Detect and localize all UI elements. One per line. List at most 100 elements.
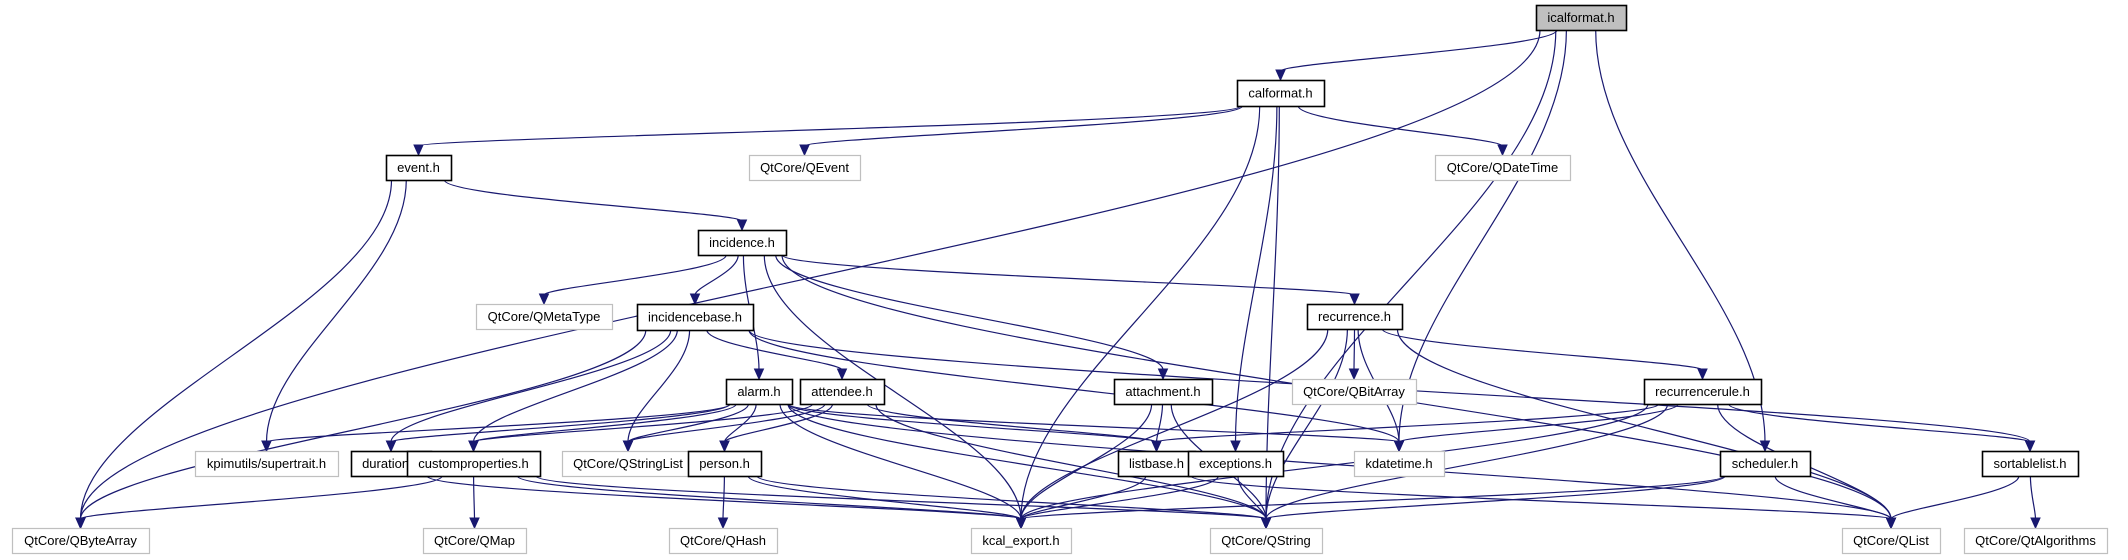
edge-incidence-to-incidencebase [694,254,739,296]
node-label: QtCore/QList [1853,533,1929,548]
node-box[interactable] [1236,79,1326,108]
edge-person-to-kcalexport [747,475,1022,520]
node-label: incidence.h [709,235,775,250]
arrowhead-incidence-to-incidencebase [689,293,701,306]
node-exceptions[interactable]: exceptions.h [1187,450,1285,478]
node-box [1291,378,1418,406]
edge-attendee-to-person [723,403,834,443]
node-kdatetime: kdatetime.h [1353,450,1446,478]
node-label: recurrencerule.h [1655,384,1750,399]
node-scheduler[interactable]: scheduler.h [1719,450,1812,478]
node-customproperties[interactable]: customproperties.h [406,450,542,478]
node-box [748,154,862,182]
node-label: customproperties.h [418,456,529,471]
node-box[interactable] [1117,450,1197,478]
edge-incidence-to-attachment [775,254,1164,371]
node-label: sortablelist.h [1994,456,2067,471]
edge-scheduler-to-qlist [1774,475,1892,520]
edge-incidencebase-to-qstringlist [627,329,691,443]
node-qtalgorithms: QtCore/QtAlgorithms [1963,527,2109,555]
node-box [194,450,340,478]
node-kcalexport: kcal_export.h [970,527,1073,555]
node-label: attendee.h [811,384,872,399]
node-supertrait: kpimutils/supertrait.h [194,450,340,478]
edge-icalformat-to-calformat [1279,29,1558,72]
node-incidencebase[interactable]: incidencebase.h [636,303,755,332]
node-calformat[interactable]: calformat.h [1236,79,1326,108]
arrowhead-event-to-incidence [736,219,748,232]
node-box[interactable] [1643,378,1763,406]
edge-incidence-to-qmetatype [543,254,727,296]
edge-scheduler-to-qstring [1265,475,1726,520]
node-incidence[interactable]: incidence.h [697,229,788,257]
node-label: QtCore/QString [1221,533,1311,548]
node-box[interactable] [687,450,763,478]
node-qdatetime: QtCore/QDateTime [1434,154,1572,182]
arrowhead-recurrence-to-qbitarray [1348,368,1360,381]
node-box[interactable] [1113,378,1214,406]
node-box[interactable] [406,450,542,478]
edge-attendee-to-customproperties [472,403,814,443]
node-recurrencerule[interactable]: recurrencerule.h [1643,378,1763,406]
edge-event-to-incidence [443,179,743,222]
node-event[interactable]: event.h [385,154,453,182]
node-box[interactable] [1306,303,1404,331]
node-box[interactable] [725,378,794,406]
node-alarm[interactable]: alarm.h [725,378,794,406]
arrowhead-alarm-to-duration [385,440,397,453]
node-box[interactable] [636,303,755,332]
edge-incidencebase-to-duration [390,329,672,443]
node-box[interactable] [1981,450,2080,478]
node-label: icalformat.h [1547,10,1614,25]
node-attendee[interactable]: attendee.h [799,378,886,406]
edge-alarm-to-person [723,403,757,443]
node-recurrence[interactable]: recurrence.h [1306,303,1404,331]
node-label: person.h [699,456,750,471]
edge-person-to-qstring [756,475,1267,520]
node-qbitarray: QtCore/QBitArray [1291,378,1418,406]
node-listbase[interactable]: listbase.h [1117,450,1197,478]
edge-exceptions-to-qstring [1237,475,1267,520]
edge-incidencebase-to-kdatetime [748,329,1400,443]
edge-person-to-qhash [722,475,725,520]
edge-alarm-to-supertrait [265,403,731,443]
node-attachment[interactable]: attachment.h [1113,378,1214,406]
node-box[interactable] [1719,450,1812,478]
edge-recurrence-to-qstring [1265,328,1348,520]
edge-recurrence-to-qbitarray [1353,328,1356,371]
arrowhead-calformat-to-exceptions [1230,440,1241,453]
arrowhead-calformat-to-qdatetime [1497,144,1508,157]
edge-alarm-to-duration [390,403,731,443]
node-qlist: QtCore/QList [1841,527,1942,555]
node-qstring: QtCore/QString [1209,527,1324,555]
edge-attachment-to-listbase [1155,403,1164,443]
node-person[interactable]: person.h [687,450,763,478]
edge-sortablelist-to-qtalgorithms [2029,475,2037,520]
arrowhead-alarm-to-supertrait [261,440,272,453]
edge-customproperties-to-qstring [535,475,1267,520]
node-box[interactable] [799,378,886,406]
edge-customproperties-to-kcalexport [516,475,1022,520]
arrowhead-recurrence-to-recurrencerule [1697,368,1708,381]
node-box[interactable] [385,154,453,182]
node-label: QtCore/QMetaType [488,309,601,324]
edge-incidence-to-kcalexport [763,254,1022,520]
node-sortablelist[interactable]: sortablelist.h [1981,450,2080,478]
arrowhead-calformat-to-qevent [799,144,810,157]
node-box[interactable] [1535,4,1628,32]
edge-event-to-qbytearray [79,179,393,520]
node-box[interactable] [697,229,788,257]
edge-incidencebase-to-attendee [706,329,843,371]
node-label: QtCore/QHash [680,533,766,548]
node-box [475,303,614,331]
node-label: kpimutils/supertrait.h [207,456,326,471]
edge-calformat-to-kcalexport [1020,105,1261,520]
node-icalformat[interactable]: icalformat.h [1535,4,1628,32]
edge-icalformat-to-qstring [1265,29,1557,520]
node-box [1434,154,1572,182]
node-box[interactable] [1187,450,1285,478]
arrowhead-scheduler-to-qstring [1260,517,1272,530]
node-box [668,527,779,555]
